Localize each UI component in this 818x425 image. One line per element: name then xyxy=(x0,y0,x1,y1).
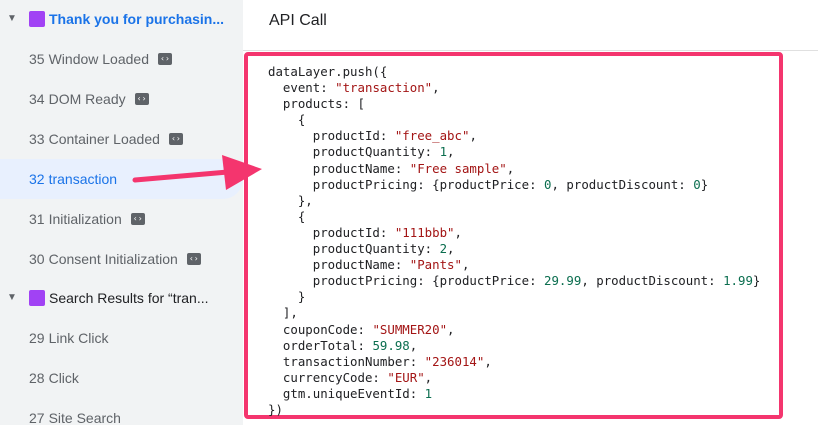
code-key: couponCode: xyxy=(268,321,373,337)
code-string: "EUR" xyxy=(387,369,425,385)
code-line: }, xyxy=(268,192,313,208)
event-item-dom-ready[interactable]: 34 DOM Ready ‹› xyxy=(0,79,149,119)
event-label: Container Loaded xyxy=(48,131,160,147)
code-number: 2 xyxy=(439,241,448,257)
code-key: productId: xyxy=(268,224,395,240)
code-number: 29.99 xyxy=(544,273,582,289)
event-sidebar: ▼ Thank you for purchasin... 35 Window L… xyxy=(0,0,243,425)
code-number: 0 xyxy=(693,176,701,192)
code-line: { xyxy=(268,208,306,224)
code-line: { xyxy=(268,112,306,128)
code-line: } xyxy=(268,289,306,305)
event-number: 35 xyxy=(29,51,45,67)
code-line: }) xyxy=(268,401,283,417)
code-key: , productDiscount: xyxy=(581,273,724,289)
event-item-container-loaded[interactable]: 33 Container Loaded ‹› xyxy=(0,119,183,159)
code-string: "SUMMER20" xyxy=(372,321,448,337)
event-number: 30 xyxy=(29,251,45,267)
header-divider xyxy=(243,50,818,51)
event-item-initialization[interactable]: 31 Initialization ‹› xyxy=(0,199,145,239)
event-number: 33 xyxy=(29,131,45,147)
code-key: transactionNumber: xyxy=(268,353,425,369)
code-key: productId: xyxy=(268,128,395,144)
code-tag-icon: ‹› xyxy=(186,253,201,265)
event-number: 32 xyxy=(29,171,45,187)
code-string: "Pants" xyxy=(409,257,462,273)
code-key: currencyCode: xyxy=(268,369,388,385)
purple-square-icon xyxy=(29,11,45,27)
group-label: Thank you for purchasin... xyxy=(49,11,225,27)
caret-down-icon[interactable]: ▼ xyxy=(7,292,17,303)
code-key: productName: xyxy=(268,257,410,273)
datalayer-code-block: dataLayer.push({ event: "transaction" , p… xyxy=(268,64,761,417)
code-key: productQuantity: xyxy=(268,241,440,257)
code-number: 1.99 xyxy=(723,273,753,289)
event-label: DOM Ready xyxy=(48,91,126,107)
code-number: 59.98 xyxy=(372,337,410,353)
code-tag-icon: ‹› xyxy=(168,133,183,145)
code-number: 1 xyxy=(439,144,448,160)
code-key: gtm.uniqueEventId: xyxy=(268,385,425,401)
code-number: 0 xyxy=(544,176,552,192)
event-label: Initialization xyxy=(48,211,122,227)
event-number: 27 xyxy=(29,410,45,425)
event-number: 28 xyxy=(29,370,45,386)
code-line: ], xyxy=(268,305,298,321)
event-label: transaction xyxy=(48,171,118,187)
caret-down-icon[interactable]: ▼ xyxy=(7,13,17,24)
code-number: 1 xyxy=(424,385,433,401)
event-label: Click xyxy=(48,370,79,386)
code-key: productPricing: {productPrice: xyxy=(268,273,545,289)
code-string: "Free sample" xyxy=(409,160,507,176)
group-label: Search Results for “tran... xyxy=(49,290,209,306)
code-string: "111bbb" xyxy=(394,224,455,240)
code-key: orderTotal: xyxy=(268,337,373,353)
event-item-link-click[interactable]: 29 Link Click xyxy=(0,318,108,358)
event-number: 31 xyxy=(29,211,45,227)
code-key: productName: xyxy=(268,160,410,176)
code-string: "free_abc" xyxy=(394,128,470,144)
code-key: , productDiscount: xyxy=(551,176,694,192)
event-item-click[interactable]: 28 Click xyxy=(0,358,79,398)
event-number: 34 xyxy=(29,91,45,107)
code-string: "transaction" xyxy=(335,80,433,96)
code-key: productQuantity: xyxy=(268,144,440,160)
event-label: Window Loaded xyxy=(48,51,149,67)
event-label: Site Search xyxy=(48,410,121,425)
event-label: Consent Initialization xyxy=(48,251,178,267)
code-key: } xyxy=(752,273,761,289)
code-tag-icon: ‹› xyxy=(157,53,172,65)
page-title: API Call xyxy=(269,12,327,29)
group-thank-you[interactable]: ▼ Thank you for purchasin... xyxy=(0,0,243,38)
code-line: dataLayer.push({ xyxy=(268,64,388,79)
code-line: products: [ xyxy=(268,96,365,112)
code-key: } xyxy=(700,176,709,192)
event-item-consent-initialization[interactable]: 30 Consent Initialization ‹› xyxy=(0,239,201,279)
code-string: "236014" xyxy=(424,353,485,369)
event-item-site-search[interactable]: 27 Site Search xyxy=(0,398,121,425)
purple-square-icon xyxy=(29,290,45,306)
code-key: event: xyxy=(268,80,336,96)
code-key: productPricing: {productPrice: xyxy=(268,176,545,192)
group-search-results[interactable]: ▼ Search Results for “tran... xyxy=(0,279,243,317)
code-tag-icon: ‹› xyxy=(134,93,149,105)
event-item-transaction[interactable]: 32 transaction xyxy=(0,159,243,199)
highlighted-code-box: dataLayer.push({ event: "transaction" , p… xyxy=(244,52,783,419)
event-item-window-loaded[interactable]: 35 Window Loaded ‹› xyxy=(0,39,172,79)
code-tag-icon: ‹› xyxy=(130,213,145,225)
event-label: Link Click xyxy=(48,330,109,346)
event-number: 29 xyxy=(29,330,45,346)
